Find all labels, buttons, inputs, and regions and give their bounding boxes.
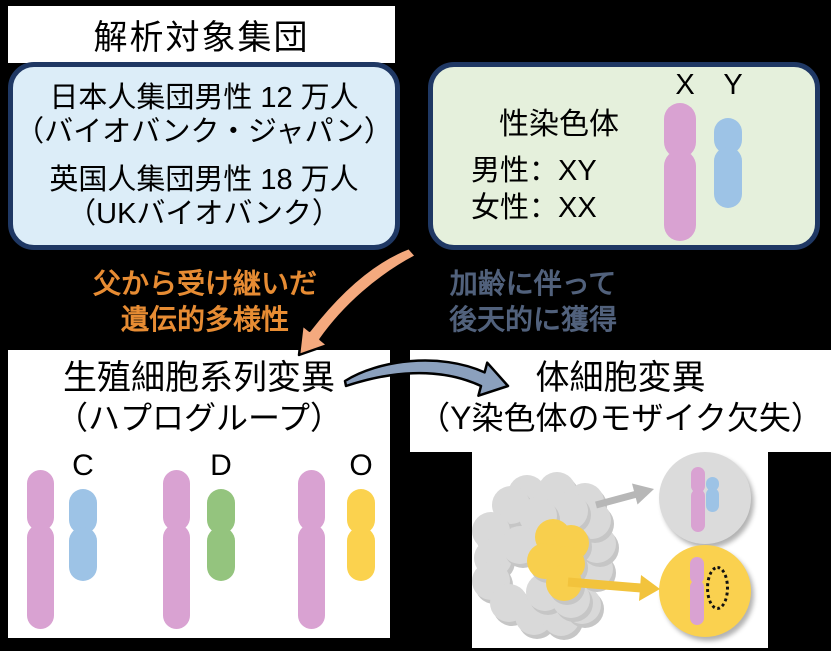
paternal-inheritance-note: 父から受け継いだ 遺伝的多様性 [63,266,347,338]
y-chromosome-haplogroup-O [347,489,375,581]
lost-y-chromosome-outline-icon [706,566,729,610]
analysis-population-title: 解析対象集団 [93,19,310,57]
chromosome-arm [207,526,235,581]
analysis-population-title-box: 解析対象集団 [8,6,395,63]
population-uk-line1: 英国人集団男性 18 万人 [49,164,359,196]
x-chromosome [27,470,54,629]
normal-cell-circle [659,452,751,544]
chromosome-arm [664,103,696,159]
y-chromosome [706,477,719,512]
aging-note-line2: 後天的に獲得 [448,304,617,335]
y-chromosome-haplogroup-C [69,489,97,581]
x-chromosome-label: X [675,69,695,101]
chromosome-arm [163,470,190,531]
aging-acquisition-note: 加齢に伴って 後天的に獲得 [391,266,675,338]
population-japan-line2: （バイオバンク・ジャパン） [15,116,393,148]
haplogroup-label-D: D [210,449,232,482]
chromosome-arm [27,523,54,629]
x-chromosome [664,103,696,241]
chromosome-arm [298,523,325,629]
haplogroup-label-C: C [72,449,94,482]
aging-note-line1: 加齢に伴って [449,268,617,299]
somatic-title-line2: （Y染色体のモザイク欠失） [418,400,823,436]
germline-title: 生殖細胞系列変異 （ハプログループ） [8,357,390,437]
somatic-title-line1: 体細胞変異 [535,359,706,397]
x-chromosome [691,467,705,532]
female-xx-label: 女性：XX [471,192,597,224]
germline-title-line1: 生殖細胞系列変異 [63,359,335,397]
y-chromosome-haplogroup-D [207,489,235,581]
chromosome-arm [691,467,705,493]
chromosome-arm [714,146,742,208]
somatic-title: 体細胞変異 （Y染色体のモザイク欠失） [410,357,831,437]
population-japan: 日本人集団男性 12 万人 （バイオバンク・ジャパン） [15,81,393,149]
x-chromosome [163,470,190,629]
x-chromosome [298,470,325,629]
paternal-note-line1: 父から受け継いだ [92,268,317,299]
loy-cell-circle [659,545,751,637]
chromosome-arm [691,489,705,532]
chromosome-arm [690,557,704,585]
sex-chromosome-title: 性染色体 [499,108,619,141]
chromosome-arm [69,526,97,581]
haplogroup-label-O: O [349,449,373,482]
germline-title-line2: （ハプログループ） [55,400,343,436]
chromosome-arm [298,470,325,531]
chromosome-arm [706,487,719,512]
population-japan-line1: 日本人集団男性 12 万人 [49,82,359,114]
sex-chromosome-box: 性染色体 男性：XY 女性：XX X Y [428,62,820,250]
chromosome-arm [690,580,704,625]
chromosome-arm [163,523,190,629]
chromosome-arm [664,149,696,241]
chromosome-arm [347,526,375,581]
y-chromosome-label: Y [723,69,743,101]
y-chromosome [714,118,742,208]
chromosome-arm [27,470,54,531]
population-uk: 英国人集団男性 18 万人 （UKバイオバンク） [49,163,358,231]
chromosome-arm [706,477,719,492]
paternal-note-line2: 遺伝的多様性 [120,304,289,335]
male-xy-label: 男性：XY [471,155,597,187]
population-uk-line2: （UKバイオバンク） [67,198,341,230]
x-chromosome [690,557,704,625]
population-box: 日本人集団男性 12 万人 （バイオバンク・ジャパン） 英国人集団男性 18 万… [8,62,400,250]
